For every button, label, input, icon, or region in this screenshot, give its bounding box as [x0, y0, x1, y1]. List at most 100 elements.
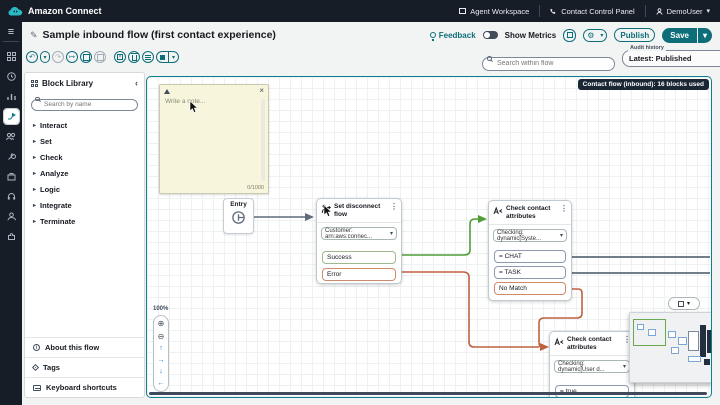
zoom-out-button[interactable]: ⊖: [157, 331, 165, 341]
keyboard-shortcuts-button[interactable]: Keyboard shortcuts: [25, 377, 144, 397]
chevron-down-icon: ▾: [622, 363, 626, 370]
undo-history-button[interactable]: ▾: [40, 51, 50, 63]
minimap[interactable]: [629, 312, 711, 383]
category-integrate[interactable]: ▸Integrate: [33, 200, 72, 210]
select-mode-button[interactable]: ↦: [66, 51, 78, 63]
show-metrics-toggle[interactable]: [482, 31, 498, 39]
pan-right-button[interactable]: →: [157, 356, 165, 364]
undo-button[interactable]: ↶: [26, 51, 38, 63]
nav-integrations[interactable]: [4, 229, 19, 244]
output-task[interactable]: = TASK: [494, 266, 566, 280]
notes-button[interactable]: [142, 51, 154, 63]
output-no-match[interactable]: No Match: [494, 282, 566, 296]
user-menu[interactable]: DemoUser ▾: [646, 0, 720, 22]
triangle-right-icon: ▸: [33, 154, 37, 161]
amazon-connect-logo-icon: [8, 6, 23, 15]
phone-icon: [550, 8, 556, 14]
copy-button[interactable]: [80, 51, 92, 63]
person-icon: [7, 212, 16, 220]
nav-historical-metrics[interactable]: [4, 69, 19, 84]
chevron-down-icon: ▾: [686, 301, 690, 307]
hamburger-menu-button[interactable]: ≡: [7, 26, 15, 38]
brand[interactable]: Amazon Connect: [0, 6, 102, 17]
publish-button[interactable]: Publish: [614, 28, 656, 42]
category-analyze[interactable]: ▸Analyze: [33, 168, 69, 178]
side-navigation-rail: ≡: [0, 22, 22, 405]
cursor-pointer: [189, 101, 198, 113]
nav-profile[interactable]: [4, 209, 19, 224]
expand-icon: [677, 300, 684, 307]
category-check[interactable]: ▸Check: [33, 152, 63, 162]
output-true[interactable]: = true: [555, 385, 629, 397]
block-check-contact-attributes-1[interactable]: Check contact attributes ⋮ Checking: dyn…: [488, 200, 572, 301]
edit-title-icon[interactable]: ✎: [30, 29, 38, 40]
show-metrics-label: Show Metrics: [504, 30, 557, 40]
redo-icon: ↷: [55, 54, 61, 61]
category-interact[interactable]: ▸Interact: [33, 120, 68, 130]
separator: [644, 5, 646, 17]
output-success[interactable]: Success: [322, 251, 396, 265]
flow-canvas[interactable]: Contact flow (inbound): 16 blocks used ×…: [146, 76, 712, 398]
category-set[interactable]: ▸Set: [33, 136, 52, 146]
chevron-down-icon: ▾: [559, 232, 563, 239]
output-chat[interactable]: = CHAT: [494, 250, 566, 264]
canvas-horizontal-scrollbar[interactable]: [149, 392, 707, 395]
audit-history-label: Audit history: [628, 45, 666, 51]
nav-users[interactable]: [4, 129, 19, 144]
note-close-button[interactable]: ×: [259, 86, 264, 95]
delete-button[interactable]: [128, 51, 140, 63]
pan-left-button[interactable]: ←: [157, 379, 165, 387]
audit-history-select[interactable]: Latest: Published ▾: [622, 50, 720, 67]
chevron-down-icon: ▾: [702, 30, 707, 40]
save-options-button[interactable]: ▾: [696, 27, 712, 43]
block-parameter-select[interactable]: Customer: arn:aws:connec... ▾: [321, 227, 397, 241]
flow-edit-toolbar: ↶ ▾ ↷ ↦ × ▾ Audit history Latest: Publis…: [22, 45, 720, 74]
tags-button[interactable]: Tags: [25, 357, 144, 377]
search-within-flow-input[interactable]: [482, 56, 615, 71]
remove-block-button[interactable]: ×: [114, 51, 126, 63]
nav-support[interactable]: [4, 189, 19, 204]
search-within-flow: [482, 52, 615, 71]
nav-routing-tools[interactable]: [4, 149, 19, 164]
contact-control-panel-link[interactable]: Contact Control Panel: [540, 0, 644, 22]
output-error[interactable]: Error: [322, 268, 396, 282]
block-parameter-select[interactable]: Checking: dynamic[Syste... ▾: [493, 229, 567, 243]
category-terminate[interactable]: ▸Terminate: [33, 216, 76, 226]
nav-dashboard[interactable]: [4, 49, 19, 64]
arrange-menu-button[interactable]: ▾: [156, 51, 180, 63]
note-scrollbar[interactable]: [261, 99, 265, 181]
block-library-title: Block Library: [42, 78, 94, 88]
block-menu-button[interactable]: ⋮: [560, 204, 568, 213]
nav-analytics[interactable]: [4, 89, 19, 104]
pan-up-button[interactable]: ↑: [159, 345, 163, 353]
category-logic[interactable]: ▸Logic: [33, 184, 61, 194]
brand-name: Amazon Connect: [28, 6, 102, 16]
paste-button[interactable]: [94, 51, 106, 63]
library-search-input[interactable]: [31, 98, 138, 111]
block-set-disconnect-flow[interactable]: Set disconnect flow ⋮ Customer: arn:aws:…: [316, 198, 402, 284]
note-placeholder[interactable]: Write a note...: [165, 98, 206, 105]
block-menu-button[interactable]: ⋮: [390, 202, 398, 211]
entry-node[interactable]: Entry: [223, 198, 254, 234]
redo-button[interactable]: ↷: [52, 51, 64, 63]
grid-icon: [6, 51, 16, 61]
settings-menu-button[interactable]: ⚙ ▾: [583, 28, 608, 42]
agent-workspace-link[interactable]: Agent Workspace: [449, 0, 539, 22]
pan-down-button[interactable]: ↓: [159, 368, 163, 376]
block-parameter-select[interactable]: Checking: dynamic[User d... ▾: [554, 360, 630, 374]
nav-flows[interactable]: [2, 107, 20, 125]
sticky-note[interactable]: × Write a note... 0/1000: [159, 84, 269, 194]
feedback-button[interactable]: Feedback: [429, 31, 476, 41]
zoom-in-button[interactable]: ⊕: [157, 319, 165, 329]
minimap-toggle-button[interactable]: ▾: [668, 297, 700, 310]
block-library-panel: Block Library ‹ ▸Interact ▸Set ▸Check ▸A…: [24, 72, 145, 398]
metrics-panel-button[interactable]: [563, 28, 577, 42]
collapse-panel-button[interactable]: ‹: [135, 78, 138, 88]
block-menu-button[interactable]: ⋮: [623, 335, 631, 344]
canvas-controls: ⊕ ⊖ ↑ → ↓ ←: [153, 315, 169, 392]
block-check-contact-attributes-2[interactable]: Check contact attributes ⋮ Checking: dyn…: [549, 331, 635, 397]
save-button[interactable]: Save: [670, 30, 689, 40]
nav-cases[interactable]: [4, 169, 19, 184]
